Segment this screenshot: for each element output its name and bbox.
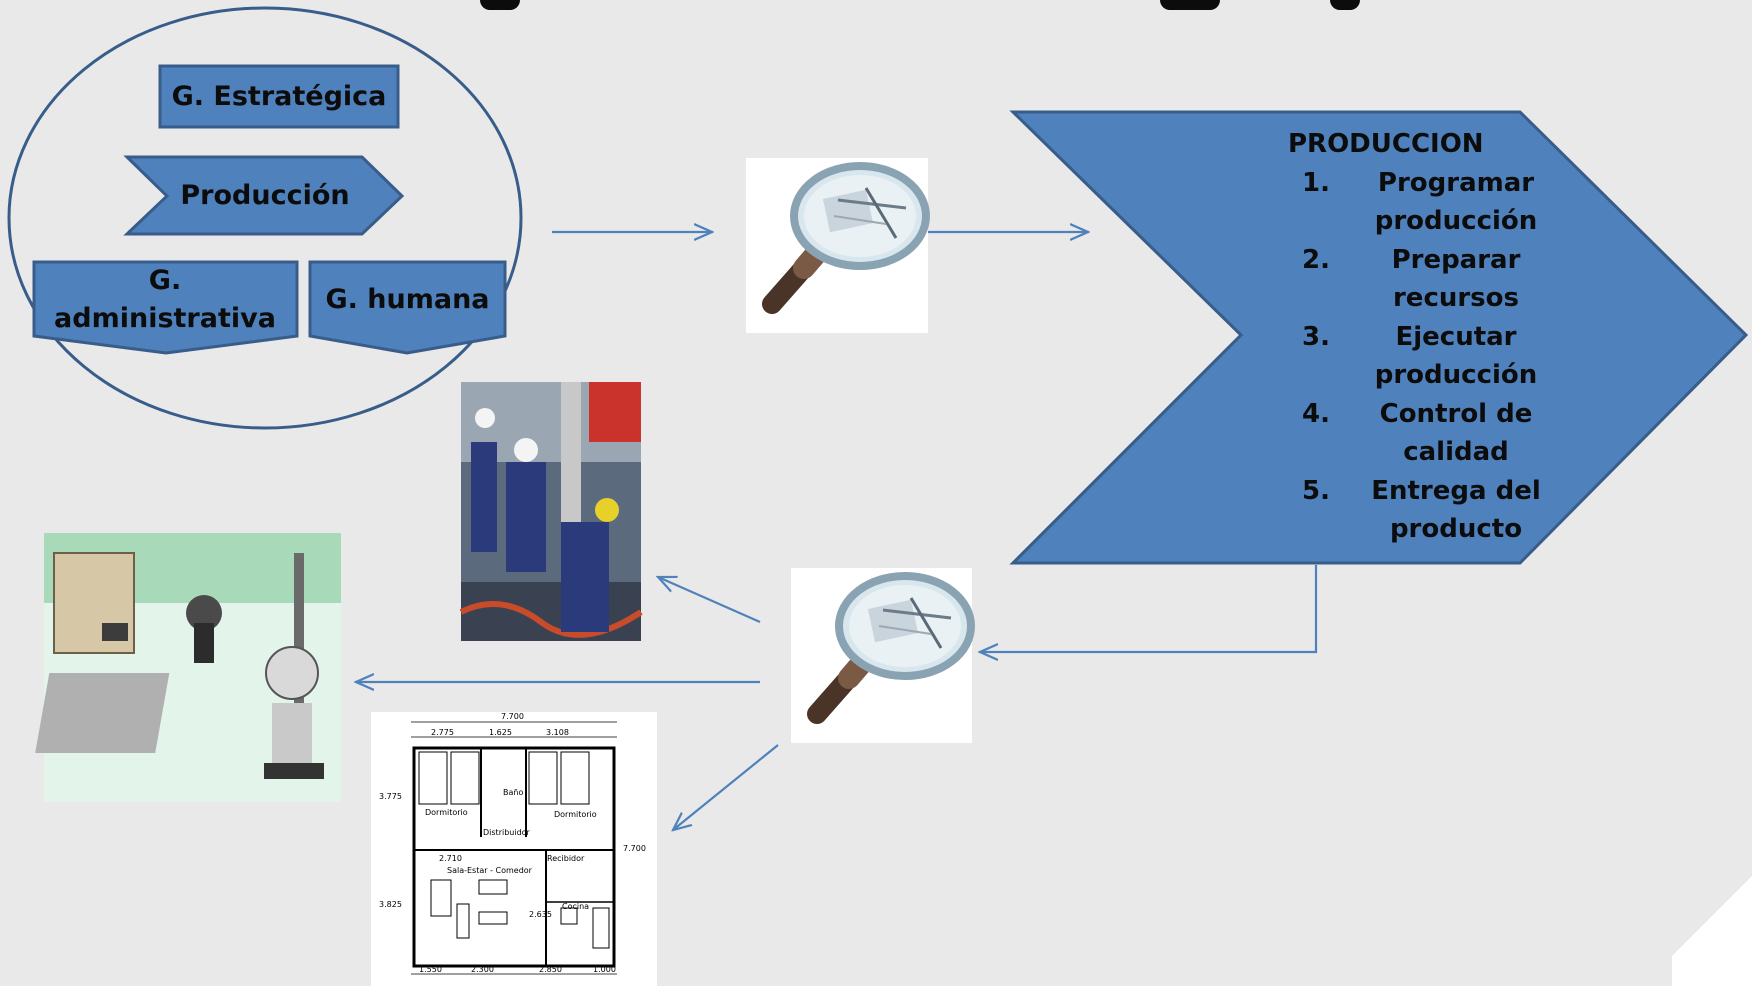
title-fragment (1160, 0, 1220, 10)
list-item: 2.Preparar recursos (1302, 244, 1521, 314)
dim-c: 3.108 (546, 728, 569, 737)
room-cocina: Cocina (562, 902, 590, 911)
arrow-process-to-magnifier (980, 565, 1318, 652)
produccion-label: Producción (180, 179, 350, 211)
list-item: 3.Ejecutar producción (1302, 321, 1538, 391)
title-fragment (480, 0, 520, 10)
magnifier-icon (791, 568, 975, 743)
production-process-chevron (1009, 110, 1749, 565)
arrow-to-floorplan (673, 744, 779, 830)
production-steps: PRODUCCION 1.Programar producción 2.Prep… (1270, 125, 1570, 549)
dim-left-bottom: 3.825 (379, 900, 402, 909)
magnifier-icon (746, 158, 930, 333)
equipment-photo (35, 533, 341, 802)
dim-bottom-b: 2.300 (471, 965, 494, 974)
dim-bottom-a: 1.550 (419, 965, 442, 974)
dim-inner: 2.710 (439, 854, 462, 863)
humana-pentagon (308, 260, 507, 355)
dim-right: 7.700 (623, 844, 646, 853)
dim-top: 7.700 (501, 712, 524, 721)
floorplan-image (371, 712, 657, 986)
room-dorm1: Dormitorio (425, 808, 468, 817)
dim-b: 1.625 (489, 728, 512, 737)
dim-kitchen: 2.635 (529, 910, 552, 919)
estrategica-label: G. Estratégica (171, 80, 387, 112)
management-oval (7, 6, 523, 430)
dim-a: 2.775 (431, 728, 454, 737)
produccion-chevron (123, 155, 405, 236)
administrativa-label: G. administrativa (54, 265, 276, 334)
room-dorm2: Dormitorio (554, 810, 597, 819)
administrativa-pentagon (32, 260, 299, 355)
room-distribuidor: Distribuidor (483, 828, 530, 837)
floorplan-labels: 7.700 2.775 1.625 3.108 3.775 3.825 7.70… (371, 712, 657, 986)
room-recibidor: Recibidor (547, 854, 585, 863)
dim-bottom-d: 1.000 (593, 965, 616, 974)
estrategica-box (158, 64, 400, 129)
list-item: 1.Programar producción (1302, 167, 1538, 237)
title-fragment (1330, 0, 1360, 10)
humana-label: G. humana (325, 284, 490, 315)
list-item: 5.Entrega del producto (1302, 475, 1541, 545)
dim-left-top: 3.775 (379, 792, 402, 801)
workers-photo (459, 382, 643, 641)
dim-bottom-c: 2.850 (539, 965, 562, 974)
room-sala: Sala-Estar - Comedor (447, 866, 532, 875)
corner-accent (1672, 876, 1752, 986)
process-heading: PRODUCCION (1288, 129, 1484, 159)
list-item: 4.Control de calidad (1302, 398, 1533, 468)
arrow-to-workers-photo (658, 577, 761, 624)
room-bano: Baño (503, 788, 524, 797)
